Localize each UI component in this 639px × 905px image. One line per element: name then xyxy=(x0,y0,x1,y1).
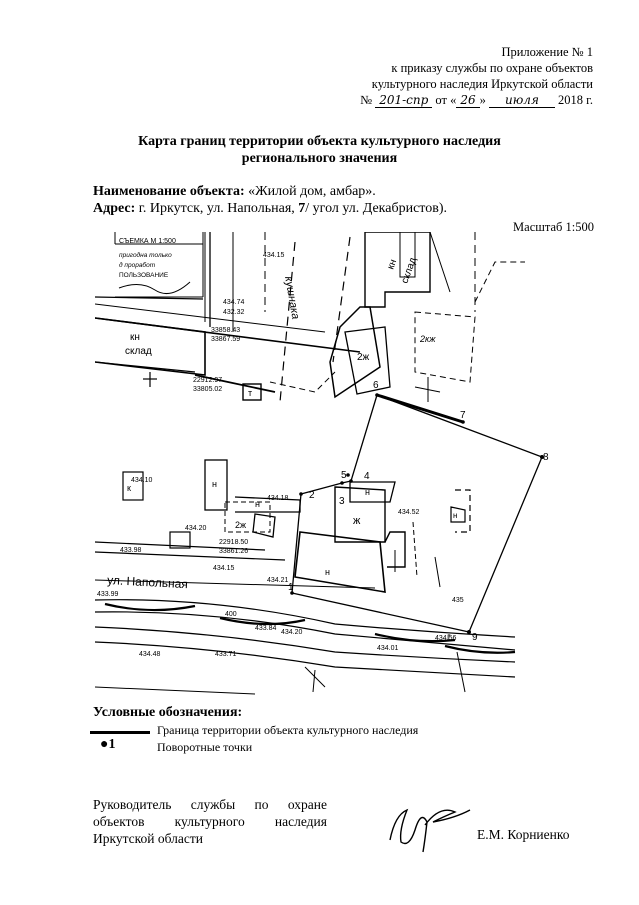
order-date-from: от « xyxy=(435,93,457,107)
object-name-label: Наименование объекта: xyxy=(93,184,245,199)
coord-6: 33861.26 xyxy=(219,548,248,555)
title-line-2: регионального значения xyxy=(241,151,398,166)
coord-1: 33858.43 xyxy=(211,327,240,334)
elev-6: 434.21 xyxy=(267,577,289,584)
handwritten-signature xyxy=(389,808,471,853)
legend-point-label: Поворотные точки xyxy=(157,740,253,754)
order-date-day: 26 xyxy=(456,94,480,108)
point-3: 3 xyxy=(339,496,345,507)
label-street-napolnaya: ул. Напольная xyxy=(107,573,188,591)
legend-title: Условные обозначения: xyxy=(93,705,243,720)
signatory-line-3: Иркутской области xyxy=(93,831,204,846)
label-sklad-top: склад xyxy=(399,256,419,285)
legend-boundary-line xyxy=(90,731,150,734)
label-n-4: н xyxy=(365,487,370,497)
label-zh-small: 2ж xyxy=(235,520,246,530)
elev-4: 434.18 xyxy=(267,495,289,502)
label-zh-main: ж xyxy=(353,515,361,527)
signatory-block: Руководитель службы по охране объектов к… xyxy=(93,796,327,847)
map-labels: кн склад кн склад 2ж ж 2ж н н н н н к т … xyxy=(97,252,464,658)
coord-5: 22918.50 xyxy=(219,539,248,546)
appendix-line-2: к приказу службы по охране объектов xyxy=(391,61,593,75)
label-n-5: н xyxy=(453,511,457,520)
point-1: 1 xyxy=(288,582,294,593)
survey-stamp: СЪЕМКА М 1:500 пригодна только д прорабо… xyxy=(114,232,204,298)
legend-point-symbol: ●1 xyxy=(100,737,116,752)
document-title: Карта границ территории объекта культурн… xyxy=(0,133,639,167)
stamp-line-4: ПОЛЬЗОВАНИЕ xyxy=(119,272,169,279)
map-scale: Масштаб 1:500 xyxy=(513,220,594,234)
coord-3: 22912.97 xyxy=(193,377,222,384)
appendix-order-number: № 201-спр от «26» июля 2018 г. xyxy=(360,92,593,108)
object-address-value: г. Иркутск, ул. Напольная, xyxy=(135,201,299,216)
label-n-2: н xyxy=(255,499,260,509)
label-kn-left: кн xyxy=(130,332,140,343)
stamp-line-1: СЪЕМКА М 1:500 xyxy=(119,238,176,245)
signatory-name: Е.М. Корниенко xyxy=(477,827,570,842)
coord-2: 33867.59 xyxy=(211,336,240,343)
elev-11: 433.84 xyxy=(255,625,277,632)
appendix-header: Приложение № 1 к приказу службы по охран… xyxy=(360,44,593,108)
coord-4: 33805.02 xyxy=(193,386,222,393)
heritage-boundary xyxy=(291,394,543,633)
point-9: 9 xyxy=(472,632,478,643)
object-name-value: «Жилой дом, амбар». xyxy=(244,184,376,199)
distance-400: 400 xyxy=(225,611,237,618)
point-4: 4 xyxy=(364,471,370,482)
map-linework xyxy=(94,231,525,695)
order-date-year: 2018 г. xyxy=(558,93,593,107)
object-address: Адрес: г. Иркутск, ул. Напольная, 7/ уго… xyxy=(93,200,447,217)
elev-9: 434.74 xyxy=(223,299,245,306)
elev-5: 434.52 xyxy=(398,509,420,516)
order-number-handwritten: 201-спр xyxy=(375,94,433,108)
label-n-1: н xyxy=(212,479,217,489)
turning-points: 1 2 3 4 5 6 7 8 9 xyxy=(288,380,549,643)
elev-2: 434.10 xyxy=(131,477,153,484)
elev-16: 434.01 xyxy=(377,645,399,652)
point-5: 5 xyxy=(341,470,347,481)
appendix-line-3: культурного наследия Иркутской области xyxy=(371,77,593,91)
elev-8: 434.15 xyxy=(213,565,235,572)
label-street-kushnaka: кушнака xyxy=(282,275,301,320)
label-k-1: к xyxy=(127,483,131,493)
boundary-map: СЪЕМКА М 1:500 пригодна только д прорабо… xyxy=(94,231,572,698)
map-drawing: СЪЕМКА М 1:500 пригодна только д прорабо… xyxy=(94,231,549,695)
elev-10: 432.32 xyxy=(223,309,245,316)
elev-13: 434.56 xyxy=(435,635,457,642)
point-6: 6 xyxy=(373,380,379,391)
stamp-line-2: пригодна только xyxy=(119,251,172,259)
point-2: 2 xyxy=(309,490,315,501)
label-n-3: н xyxy=(325,567,330,577)
elev-15: 434.48 xyxy=(139,651,161,658)
point-7: 7 xyxy=(460,410,466,421)
elev-12: 434.20 xyxy=(281,629,303,636)
point-8: 8 xyxy=(543,452,549,463)
elev-17: 435 xyxy=(452,597,464,604)
elev-7: 433.98 xyxy=(120,547,142,554)
object-address-number: 7 xyxy=(298,201,306,216)
elev-1: 434.15 xyxy=(263,252,285,259)
signatory-line-2: объектов культурного наследия xyxy=(93,814,327,829)
object-address-tail: / угол ул. Декабристов). xyxy=(305,201,448,216)
legend-boundary-label: Граница территории объекта культурного н… xyxy=(157,723,419,737)
appendix-line-1: Приложение № 1 xyxy=(501,45,593,59)
object-address-label: Адрес: xyxy=(93,201,136,216)
order-date-close: » xyxy=(479,93,486,107)
elev-18: 433.99 xyxy=(97,591,119,598)
elev-3: 434.20 xyxy=(185,525,207,532)
label-kn-top: кн xyxy=(385,258,399,271)
label-sklad-left: склад xyxy=(125,346,152,357)
signatory-line-1: Руководитель службы по охране xyxy=(93,797,327,812)
order-date-month: июля xyxy=(489,94,555,108)
label-zh-top: 2ж xyxy=(357,352,370,363)
boundary-street-segment xyxy=(376,393,464,424)
object-name: Наименование объекта: «Жилой дом, амбар»… xyxy=(93,183,376,200)
order-number-prefix: № xyxy=(360,93,373,107)
label-g: г xyxy=(447,632,451,643)
stamp-line-3: д проработ xyxy=(119,261,156,269)
title-line-1: Карта границ территории объекта культурн… xyxy=(138,134,501,149)
label-t: т xyxy=(248,388,252,398)
elev-14: 433.71 xyxy=(215,651,237,658)
label-kn-right: 2кж xyxy=(419,334,436,344)
